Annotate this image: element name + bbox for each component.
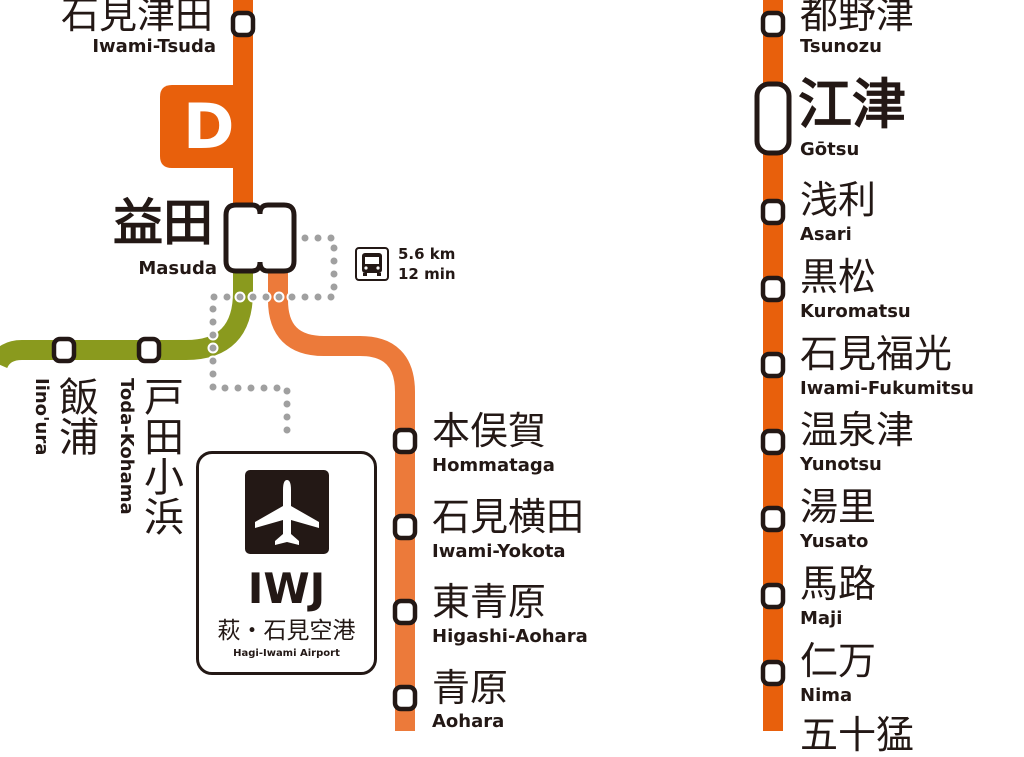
- airport-name-jp: 萩・石見空港: [217, 618, 356, 644]
- station-name-jp: 益田: [113, 194, 213, 252]
- station-marker-kuromatsu[interactable]: [760, 275, 786, 303]
- station-marker-hommataga[interactable]: [392, 427, 418, 455]
- station-name-en: Hommataga: [432, 455, 555, 476]
- station-name-jp: 東青原: [432, 580, 547, 624]
- station-name-en: Iwami-Yokota: [432, 541, 566, 562]
- station-marker-yunotsu[interactable]: [760, 428, 786, 456]
- station-name-en: Higashi-Aohara: [432, 626, 588, 647]
- station-marker-higashi-aohara[interactable]: [392, 598, 418, 626]
- orange-branch-line: [268, 270, 415, 731]
- station-name-jp: 都野津: [800, 0, 915, 37]
- station-name-jp: 飯浦: [52, 376, 98, 456]
- station-name-en: Yusato: [800, 531, 869, 552]
- station-name-jp: 戸田小浜: [137, 376, 183, 536]
- station-marker-iwami-tsuda[interactable]: [230, 10, 256, 38]
- station-marker-maji[interactable]: [760, 582, 786, 610]
- line-badge-letter: D: [183, 90, 235, 163]
- station-marker-toda-kohama[interactable]: [136, 336, 162, 364]
- station-marker-masuda[interactable]: [223, 202, 297, 274]
- station-marker-tsunozu[interactable]: [760, 10, 786, 38]
- station-marker-iwami-fukumitsu[interactable]: [760, 351, 786, 379]
- station-name-en: Iwami-Tsuda: [92, 36, 216, 57]
- station-name-jp: 黒松: [800, 255, 877, 299]
- station-name-en: Kuromatsu: [800, 301, 911, 322]
- station-name-jp: 石見福光: [800, 332, 953, 376]
- station-marker-yusato[interactable]: [760, 505, 786, 533]
- station-name-jp: 浅利: [800, 178, 877, 222]
- station-name-en: Maji: [800, 608, 843, 629]
- station-name-en: Toda-Kohama: [116, 378, 137, 515]
- station-name-en: Aohara: [432, 711, 505, 732]
- station-name-jp: 馬路: [800, 562, 877, 606]
- airport-name-en: Hagi-Iwami Airport: [233, 648, 340, 659]
- transfer-walkway: [209, 234, 338, 444]
- station-name-jp: 青原: [432, 666, 509, 710]
- station-marker-iinoura[interactable]: [51, 336, 77, 364]
- station-name-en: Iino'ura: [31, 378, 52, 456]
- station-name-jp: 江津: [798, 73, 906, 136]
- bus-distance: 5.6 km: [398, 245, 456, 263]
- station-name-jp: 温泉津: [800, 408, 915, 452]
- station-name-jp: 本俣賀: [432, 409, 547, 453]
- station-name-en: Gōtsu: [800, 139, 860, 160]
- station-name-en: Tsunozu: [800, 36, 882, 57]
- station-name-en: Asari: [800, 224, 852, 245]
- airport-panel[interactable]: IWJ 萩・石見空港 Hagi-Iwami Airport: [196, 451, 377, 675]
- station-name-en: Masuda: [138, 258, 217, 279]
- airplane-icon: [245, 470, 329, 554]
- station-name-jp: 湯里: [800, 485, 877, 529]
- station-name-jp: 石見津田: [60, 0, 213, 37]
- station-name-en: Iwami-Fukumitsu: [800, 378, 974, 399]
- station-name-en: Nima: [800, 685, 853, 706]
- station-marker-aohara[interactable]: [392, 684, 418, 712]
- station-marker-gotsu[interactable]: [754, 81, 792, 156]
- station-marker-asari[interactable]: [760, 198, 786, 226]
- station-marker-nima[interactable]: [760, 659, 786, 687]
- bus-time: 12 min: [398, 265, 456, 283]
- station-name-jp: 仁万: [800, 639, 877, 683]
- station-name-jp: 五十猛: [800, 713, 915, 757]
- station-name-en: Yunotsu: [800, 454, 882, 475]
- airport-code: IWJ: [247, 564, 326, 613]
- route-map-lines: [0, 0, 792, 731]
- green-branch-line: [0, 270, 253, 369]
- bus-icon: [355, 247, 389, 281]
- station-name-jp: 石見横田: [432, 495, 585, 539]
- line-d-badge: [160, 85, 253, 168]
- station-marker-iwami-yokota[interactable]: [392, 513, 418, 541]
